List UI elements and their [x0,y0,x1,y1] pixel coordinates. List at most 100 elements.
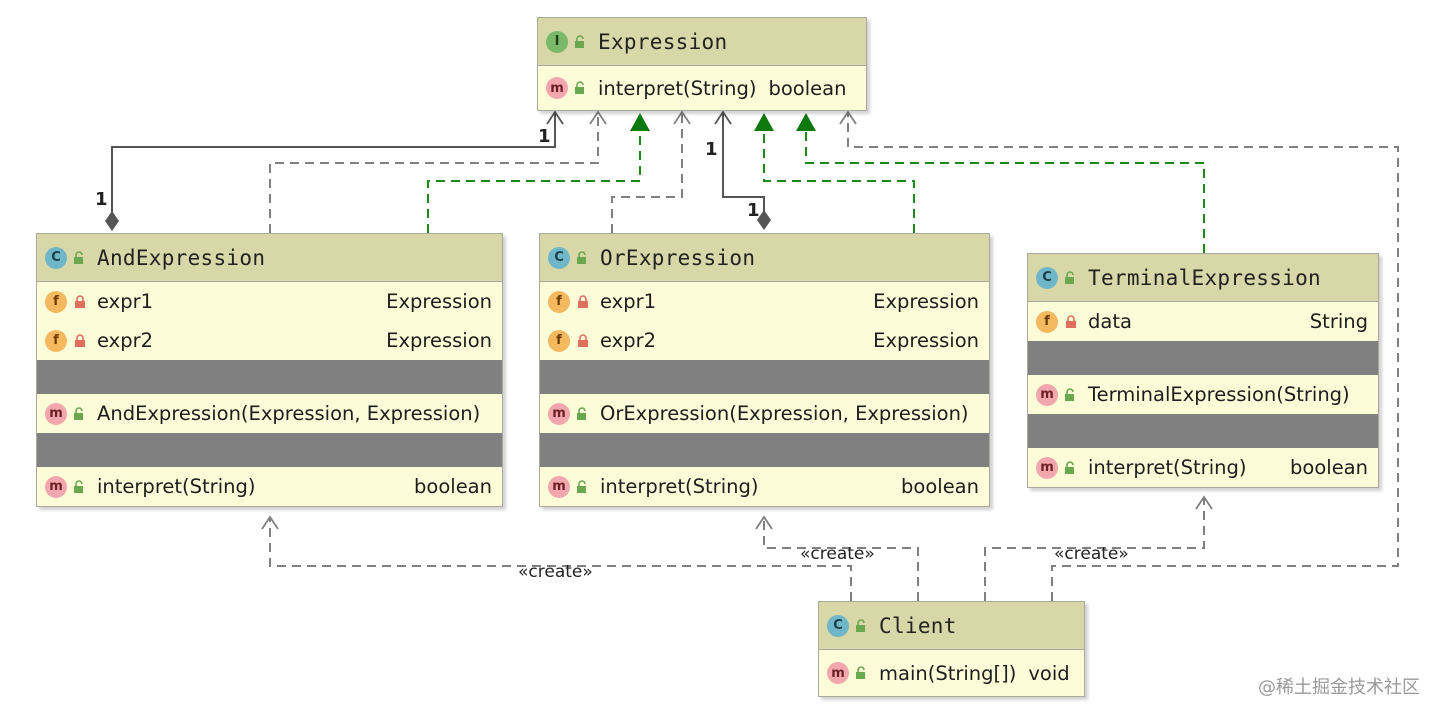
compartment-separator [1028,414,1378,448]
private-lock-icon [75,294,85,308]
class-name: OrExpression [600,245,756,270]
class-header: C OrExpression [540,234,989,282]
public-unlock-icon [575,34,584,48]
method-icon: m [1036,383,1058,406]
constructor-row[interactable]: m TerminalExpression(String) [1028,375,1378,414]
constructor-row[interactable]: m AndExpression(Expression, Expression) [37,394,502,433]
open-arrow-head [755,515,773,530]
field-icon: f [1036,310,1058,333]
method-return-type: boolean [414,475,492,498]
class-or-expression[interactable]: C OrExpression f expr1 Expression f expr… [539,233,990,507]
constructor-row[interactable]: m OrExpression(Expression, Expression) [540,394,989,433]
field-type: Expression [873,329,979,352]
method-return-type: void [1028,661,1070,685]
field-row[interactable]: f expr1 Expression [540,282,989,321]
open-arrow-head [673,110,691,125]
realization-triangle [630,113,650,131]
public-unlock-icon [1065,460,1074,474]
class-client[interactable]: C Client m main(String[]) void [818,601,1085,697]
class-header: C Client [819,602,1084,650]
dependency-or-expression [611,112,683,233]
method-icon: m [1036,456,1058,479]
field-icon: f [45,290,67,313]
private-lock-icon [75,333,85,347]
open-arrow-head [839,110,857,125]
public-unlock-icon [577,479,586,493]
constructor-name: AndExpression(Expression, Expression) [97,402,481,425]
field-row[interactable]: f expr2 Expression [37,321,502,360]
method-return-type: boolean [1290,456,1368,479]
class-icon: C [548,246,570,269]
association-or-expression [722,112,765,218]
constructor-name: OrExpression(Expression, Expression) [600,402,969,425]
public-unlock-icon [577,250,586,264]
class-header: C AndExpression [37,234,502,282]
create-label-or: «create» [800,544,875,564]
method-icon: m [45,475,67,498]
private-lock-icon [1066,314,1076,328]
watermark: @稀土掘金技术社区 [1258,677,1420,698]
field-icon: f [548,329,570,352]
compartment-separator [1028,341,1378,375]
field-row[interactable]: f expr1 Expression [37,282,502,321]
method-row[interactable]: m interpret(String) boolean [538,66,866,110]
realization-or-expression [763,130,915,233]
multiplicity-or-source: 1 [747,200,760,221]
field-icon: f [548,290,570,313]
class-expression[interactable]: I Expression m interpret(String) boolean [537,17,867,111]
open-arrow-head [1195,495,1213,510]
method-row[interactable]: m main(String[]) void [819,650,1084,696]
public-unlock-icon [577,406,586,420]
field-type: Expression [386,290,492,313]
composition-diamond [757,210,771,230]
class-and-expression[interactable]: C AndExpression f expr1 Expression f exp… [36,233,503,507]
create-dependency-and [269,517,852,601]
private-lock-icon [578,294,588,308]
multiplicity-or-target: 1 [705,139,718,160]
create-label-and: «create» [518,562,593,582]
open-arrow-head [261,515,279,530]
class-header: I Expression [538,18,866,66]
method-icon: m [546,77,568,99]
dependency-client-expression [847,112,1399,601]
method-return-type: boolean [768,76,847,100]
field-row[interactable]: f data String [1028,302,1378,341]
open-arrow-head [546,110,564,125]
method-row[interactable]: m interpret(String) boolean [540,467,989,506]
field-icon: f [45,329,67,352]
method-row[interactable]: m interpret(String) boolean [1028,448,1378,487]
class-name: Expression [598,29,728,54]
realization-terminal-expression [805,130,1205,253]
method-name: main(String[]) [879,661,1017,685]
create-label-terminal: «create» [1054,544,1129,564]
class-terminal-expression[interactable]: C TerminalExpression f data String m Ter… [1027,253,1379,488]
private-lock-icon [578,333,588,347]
compartment-separator [37,433,502,467]
method-row[interactable]: m interpret(String) boolean [37,467,502,506]
method-name: interpret(String) [600,475,759,498]
field-name: expr2 [97,329,153,352]
method-icon: m [548,475,570,498]
public-unlock-icon [1065,387,1074,401]
composition-diamond [105,211,119,231]
open-arrow-head [589,110,607,125]
realization-triangle [754,113,774,131]
association-and-expression [111,112,556,218]
static-method-icon: m [827,662,849,684]
method-name: interpret(String) [1088,456,1247,479]
field-name: expr2 [600,329,656,352]
multiplicity-and-source: 1 [95,189,108,210]
class-icon: C [45,246,67,269]
method-name: interpret(String) [598,76,757,100]
public-unlock-icon [575,81,584,94]
public-unlock-icon [74,406,83,420]
realization-triangle [796,113,816,131]
multiplicity-and-target: 1 [538,126,551,147]
compartment-separator [540,360,989,394]
class-name: TerminalExpression [1088,265,1321,290]
field-row[interactable]: f expr2 Expression [540,321,989,360]
method-icon: m [548,402,570,425]
method-return-type: boolean [901,475,979,498]
class-name: Client [879,613,957,638]
